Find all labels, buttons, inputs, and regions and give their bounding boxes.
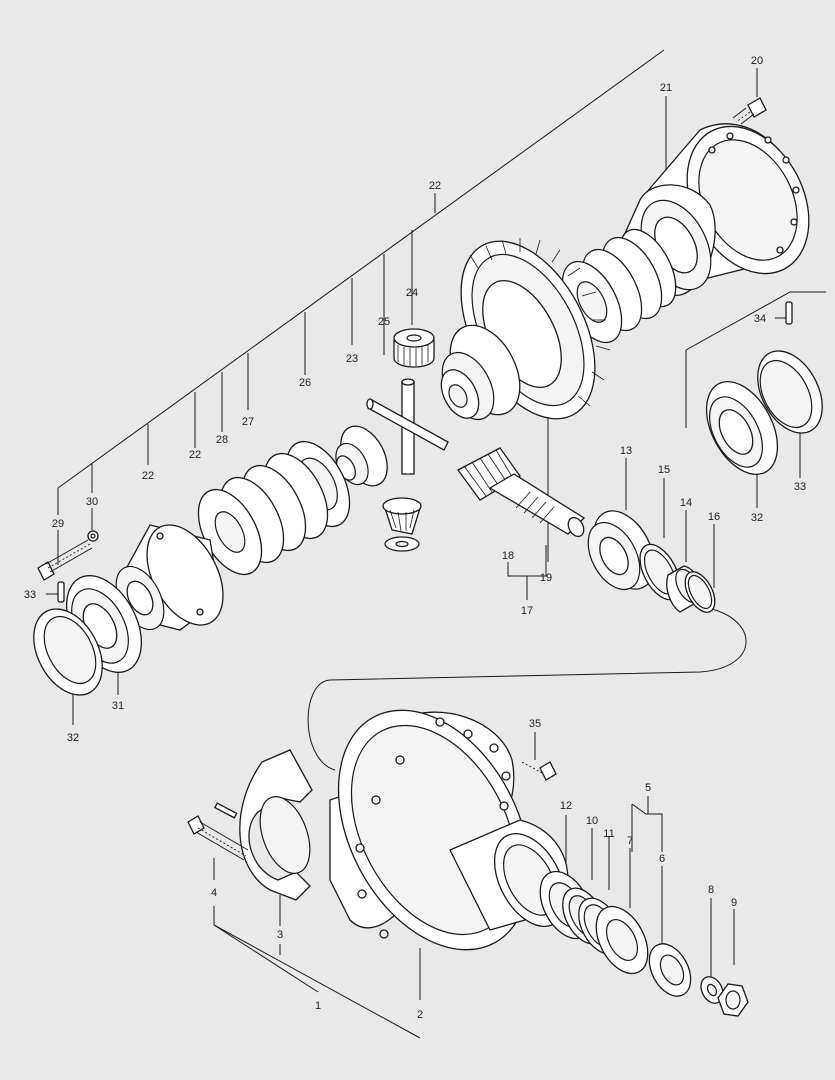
adjusting-nut-33-right xyxy=(757,350,823,434)
callout-3: 3 xyxy=(277,929,283,941)
callout-12: 12 xyxy=(560,800,572,812)
bearing-32-right xyxy=(705,381,779,475)
callout-5: 5 xyxy=(645,782,651,794)
callout-33-left: 32 xyxy=(67,732,79,744)
callout-32-right: 32 xyxy=(751,512,763,524)
pin-34-left xyxy=(57,581,65,603)
nut-9 xyxy=(717,983,749,1017)
callout-35: 35 xyxy=(529,718,541,730)
callout-1: 1 xyxy=(315,1000,321,1012)
callout-labels: 20 21 22 24 25 23 26 27 28 22 22 30 29 3… xyxy=(24,55,806,1021)
callout-31: 30 xyxy=(86,496,98,508)
bearing-cap-3 xyxy=(239,749,313,901)
callout-16: 16 xyxy=(708,511,720,523)
callout-8: 8 xyxy=(708,884,714,896)
flange-6 xyxy=(648,943,692,997)
bolt-20 xyxy=(732,97,767,125)
callout-9: 9 xyxy=(731,897,737,909)
bolt-30 xyxy=(37,539,93,581)
callout-17: 17 xyxy=(521,605,533,617)
callout-34-left: 33 xyxy=(24,589,36,601)
callout-25: 24 xyxy=(406,287,418,299)
callout-18: 18 xyxy=(502,550,514,562)
pin-lower xyxy=(214,802,238,819)
callout-23: 22 xyxy=(189,449,201,461)
callout-33-right: 33 xyxy=(794,481,806,493)
callout-29: 28 xyxy=(216,434,228,446)
side-gear xyxy=(440,324,521,421)
callout-22-right: 21 xyxy=(660,82,672,94)
callout-26: 25 xyxy=(378,316,390,328)
callout-15: 15 xyxy=(658,464,670,476)
callout-14: 14 xyxy=(680,497,692,509)
spider-cross-26 xyxy=(366,378,449,475)
callout-20: 20 xyxy=(751,55,763,67)
seal-7 xyxy=(595,905,649,975)
washer-31 xyxy=(87,530,99,542)
callout-10: 10 xyxy=(586,815,598,827)
pin-34-right xyxy=(785,301,793,325)
disc-stack-right xyxy=(561,228,677,344)
callout-21: 22 xyxy=(429,180,441,192)
washer-8 xyxy=(700,976,724,1004)
bolt-35 xyxy=(521,761,557,781)
axle-housing-2 xyxy=(329,709,569,951)
bearing-13 xyxy=(587,510,655,591)
drive-pinion-18 xyxy=(457,447,586,538)
bolt-4 xyxy=(187,815,249,861)
callout-11: 11 xyxy=(603,828,614,840)
callout-4: 4 xyxy=(211,887,217,899)
callout-22-left: 22 xyxy=(142,470,154,482)
pinion-gear-25 xyxy=(393,328,435,368)
differential-case-left-22 xyxy=(115,524,224,631)
callout-2: 2 xyxy=(417,1009,423,1021)
pinion-gear-lower xyxy=(382,497,422,552)
callout-30: 29 xyxy=(52,518,64,530)
callout-28: 27 xyxy=(242,416,254,428)
callout-6: 6 xyxy=(659,853,665,865)
callout-24: 23 xyxy=(346,353,358,365)
callout-32-left: 31 xyxy=(112,700,124,712)
callout-34-right: 34 xyxy=(754,313,766,325)
adjusting-nut-33-left xyxy=(33,608,103,696)
callout-13: 13 xyxy=(620,445,632,457)
callout-27: 26 xyxy=(299,377,311,389)
callout-19: 19 xyxy=(540,572,552,584)
o-ring-16 xyxy=(684,571,716,613)
callout-7: 7 xyxy=(627,835,633,847)
disc-stack-left xyxy=(197,440,351,576)
